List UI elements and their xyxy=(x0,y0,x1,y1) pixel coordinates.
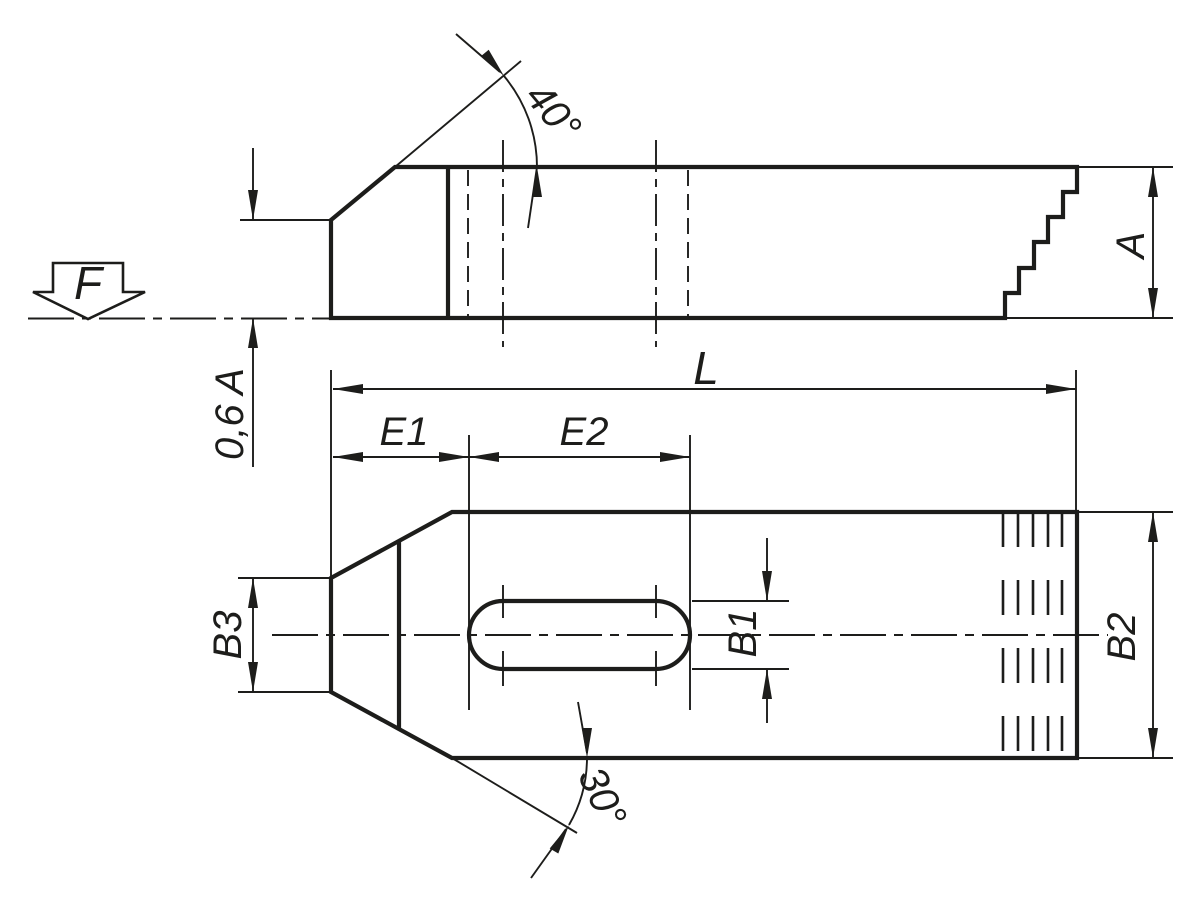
arrowhead-icon xyxy=(481,49,504,76)
arrowhead-icon xyxy=(762,571,772,601)
dimension-length-l: L xyxy=(330,342,1077,578)
arrowhead-icon xyxy=(1148,728,1158,758)
arrowhead-icon xyxy=(549,825,569,854)
arrowhead-icon xyxy=(248,578,258,608)
arrowhead-icon xyxy=(582,728,592,758)
angle-arc-40 xyxy=(503,75,538,168)
dimension-b1: B1 xyxy=(692,538,789,723)
angle-arc-30 xyxy=(568,757,588,826)
dimension-step-height: 0,6 A xyxy=(208,148,332,467)
label-chamfer-angle: 40° xyxy=(517,75,590,150)
dimension-height-a: A xyxy=(1005,166,1173,319)
dimension-b3: B3 xyxy=(206,577,330,693)
label-b2: B2 xyxy=(1100,613,1144,662)
arrowhead-icon xyxy=(469,452,499,462)
force-arrow-icon xyxy=(32,261,146,321)
label-nose-angle: 30° xyxy=(569,760,634,833)
side-view xyxy=(28,140,1080,347)
label-b1: B1 xyxy=(721,609,765,658)
arrowhead-icon xyxy=(1148,288,1158,318)
label-length-l: L xyxy=(693,342,719,394)
arrowhead-icon xyxy=(333,384,363,394)
arrowhead-icon xyxy=(1148,167,1158,197)
arrowhead-icon xyxy=(762,669,772,699)
arrowhead-icon xyxy=(333,452,363,462)
arrowhead-icon xyxy=(660,452,690,462)
dimension-e1-e2: E1 E2 xyxy=(333,410,691,710)
arrowhead-icon xyxy=(248,662,258,692)
label-height-a: A xyxy=(1109,232,1153,261)
taper-extension-line xyxy=(451,757,578,834)
arrowhead-icon xyxy=(1046,384,1076,394)
side-view-outline xyxy=(328,164,1080,321)
arrowhead-icon xyxy=(248,190,258,220)
dimension-nose-angle: 30° xyxy=(451,701,635,879)
label-step-height: 0,6 A xyxy=(208,368,252,460)
label-e1: E1 xyxy=(380,410,429,454)
label-force: F xyxy=(74,257,105,309)
dimension-b2: B2 xyxy=(1077,511,1173,759)
label-b3: B3 xyxy=(206,611,250,660)
arrowhead-icon xyxy=(532,167,542,197)
dimension-chamfer-angle: 40° xyxy=(394,33,590,229)
force-annotation: F xyxy=(32,257,146,321)
arrowhead-icon xyxy=(1148,512,1158,542)
label-e2: E2 xyxy=(560,410,609,454)
arrowhead-icon xyxy=(248,318,258,348)
chamfer-extension-line xyxy=(394,60,522,168)
arrowhead-icon xyxy=(439,452,469,462)
